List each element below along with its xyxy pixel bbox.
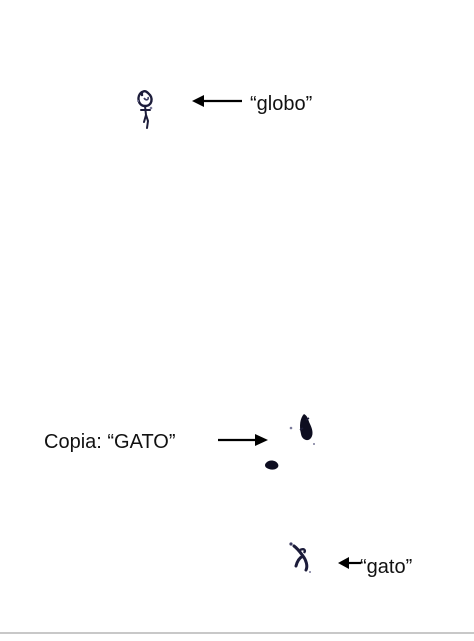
handwriting-mark-gato — [289, 542, 311, 573]
handwriting-mark-globo — [137, 90, 153, 129]
handwriting-mark-copia-lower — [265, 460, 279, 470]
arrow-right-icon — [218, 434, 268, 446]
label-globo: “globo” — [250, 93, 313, 115]
bottom-divider — [0, 632, 474, 634]
arrow-left-small-icon — [338, 557, 361, 569]
label-gato: “gato” — [360, 556, 413, 578]
handwriting-mark-copia-upper — [289, 414, 315, 445]
label-copia-gato: Copia: “GATO” — [44, 431, 176, 453]
arrow-left-icon — [192, 95, 242, 107]
